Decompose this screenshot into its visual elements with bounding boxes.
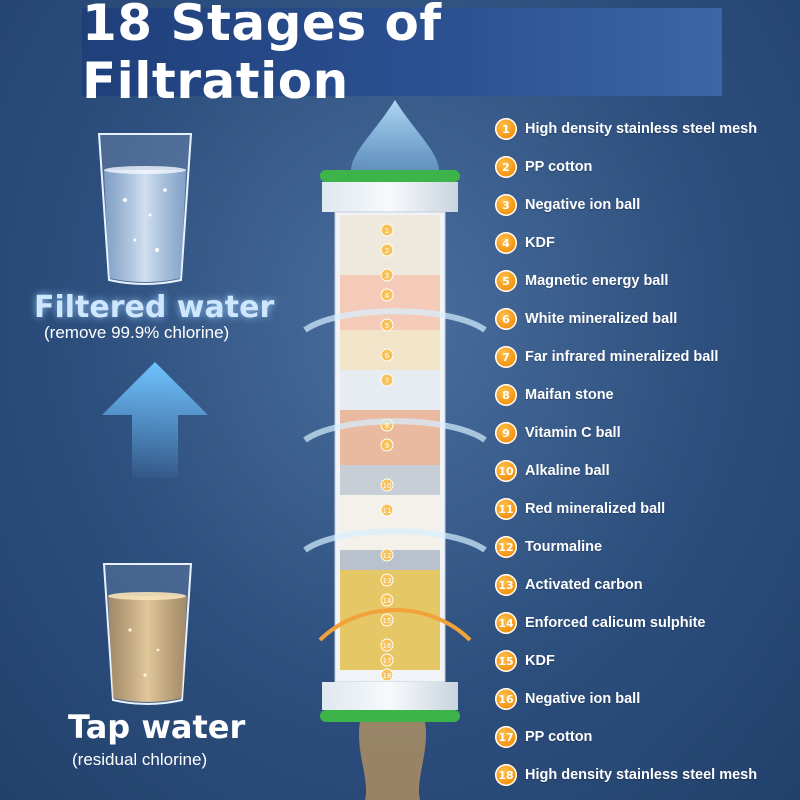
layer-number-label: 6 — [385, 352, 390, 360]
arrow-up-icon — [102, 362, 208, 478]
stage-number-badge: 5 — [495, 270, 517, 292]
stage-number-badge: 15 — [495, 650, 517, 672]
layer-number-label: 4 — [385, 292, 390, 300]
layer-number-label: 3 — [385, 272, 389, 280]
stage-number-badge: 2 — [495, 156, 517, 178]
tap-water-subtitle: (residual chlorine) — [72, 750, 208, 769]
layer-number-label: 15 — [383, 617, 392, 625]
stage-number-badge: 4 — [495, 232, 517, 254]
stage-item: 3 Negative ion ball — [495, 186, 757, 224]
layer-number-label: 17 — [383, 657, 392, 665]
stage-number-badge: 8 — [495, 384, 517, 406]
stage-item: 17 PP cotton — [495, 718, 757, 756]
stage-item: 4 KDF — [495, 224, 757, 262]
layer-number-label: 7 — [385, 377, 389, 385]
stage-number-badge: 7 — [495, 346, 517, 368]
tap-water-title: Tap water — [68, 708, 246, 746]
stage-item: 9 Vitamin C ball — [495, 414, 757, 452]
stage-label: KDF — [525, 653, 555, 669]
stage-item: 7 Far infrared mineralized ball — [495, 338, 757, 376]
stage-item: 16 Negative ion ball — [495, 680, 757, 718]
stage-label: High density stainless steel mesh — [525, 767, 758, 783]
layer-number-label: 10 — [383, 482, 392, 490]
stage-number-badge: 3 — [495, 194, 517, 216]
stage-item: 10 Alkaline ball — [495, 452, 757, 490]
stage-number-badge: 11 — [495, 498, 517, 520]
stage-item: 12 Tourmaline — [495, 528, 757, 566]
stage-label: PP cotton — [525, 729, 593, 745]
layer-number-label: 13 — [383, 577, 392, 585]
stage-item: 1 High density stainless steel mesh — [495, 110, 757, 148]
layer-number-label: 9 — [385, 442, 389, 450]
layer-markers — [380, 223, 394, 682]
layer-number-label: 12 — [383, 552, 392, 560]
layer-number-label: 11 — [383, 507, 392, 515]
stage-item: 18 High density stainless steel mesh — [495, 756, 757, 794]
stage-label: Far infrared mineralized ball — [525, 349, 719, 365]
stage-number-badge: 10 — [495, 460, 517, 482]
stage-label: High density stainless steel mesh — [525, 121, 758, 137]
stage-label: Maifan stone — [525, 387, 614, 403]
stage-label: Negative ion ball — [525, 197, 641, 213]
stage-item: 5 Magnetic energy ball — [495, 262, 757, 300]
stage-label: PP cotton — [525, 159, 593, 175]
stage-item: 14 Enforced calicum sulphite — [495, 604, 757, 642]
layer-number-label: 18 — [383, 672, 392, 680]
stage-item: 8 Maifan stone — [495, 376, 757, 414]
stage-label: Tourmaline — [525, 539, 603, 555]
stage-number-badge: 14 — [495, 612, 517, 634]
title-banner: 18 Stages of Filtration — [82, 0, 722, 110]
stage-number-badge: 16 — [495, 688, 517, 710]
stage-number-badge: 18 — [495, 764, 517, 786]
filtered-water-title: Filtered water — [34, 290, 275, 325]
tap-water-glass-image — [102, 563, 193, 705]
stage-item: 13 Activated carbon — [495, 566, 757, 604]
layer-number-label: 5 — [385, 322, 389, 330]
stage-label: White mineralized ball — [525, 311, 678, 327]
stage-number-badge: 6 — [495, 308, 517, 330]
stage-item: 2 PP cotton — [495, 148, 757, 186]
stage-label: Activated carbon — [525, 577, 643, 593]
stage-label: Alkaline ball — [525, 463, 610, 479]
layer-number-label: 8 — [385, 422, 389, 430]
layer-number-label: 14 — [383, 597, 392, 605]
stage-number-badge: 9 — [495, 422, 517, 444]
stage-number-badge: 1 — [495, 118, 517, 140]
layer-number-label: 16 — [383, 642, 392, 650]
stage-label: Vitamin C ball — [525, 425, 621, 441]
filtered-water-subtitle: (remove 99.9% chlorine) — [44, 323, 230, 342]
stage-label: Enforced calicum sulphite — [525, 615, 706, 631]
filtered-water-glass-image — [97, 133, 193, 285]
stage-label: Red mineralized ball — [525, 501, 666, 517]
stage-item: 6 White mineralized ball — [495, 300, 757, 338]
stage-label: KDF — [525, 235, 555, 251]
layer-number-label: 2 — [385, 247, 389, 255]
layer-number-label: 1 — [385, 227, 389, 235]
stage-number-badge: 13 — [495, 574, 517, 596]
stage-number-badge: 17 — [495, 726, 517, 748]
stage-number-badge: 12 — [495, 536, 517, 558]
stage-item: 11 Red mineralized ball — [495, 490, 757, 528]
page-title: 18 Stages of Filtration — [82, 0, 442, 110]
stage-label: Magnetic energy ball — [525, 273, 669, 289]
stage-label: Negative ion ball — [525, 691, 641, 707]
stage-item: 15 KDF — [495, 642, 757, 680]
